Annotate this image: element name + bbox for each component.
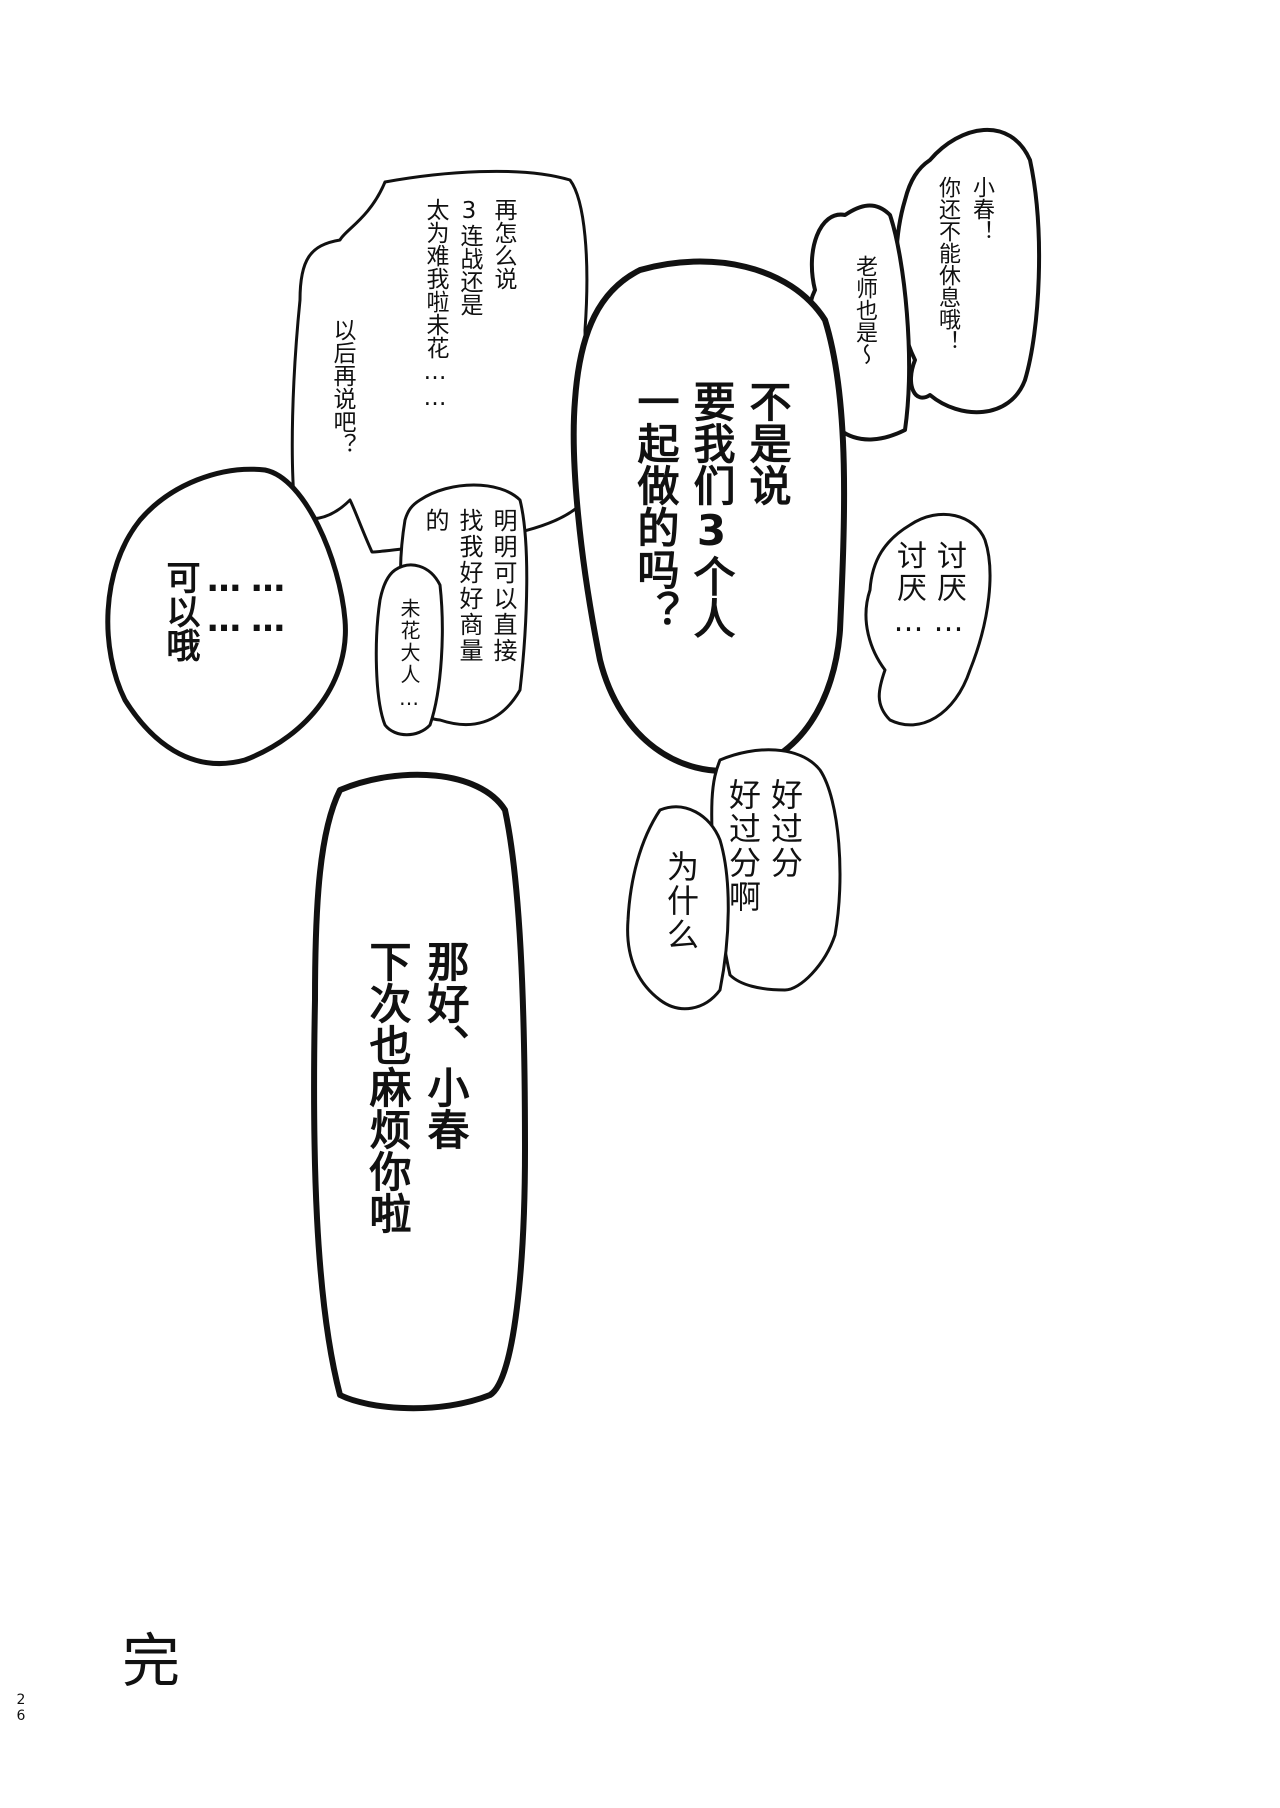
bubble-line: 可以哦 [160, 560, 200, 662]
bubble-line: 讨厌… [891, 540, 926, 641]
bubble-line: 以后再说吧？ [329, 318, 355, 456]
bubble-later: 以后再说吧？ [325, 318, 359, 456]
bubble-line: 小春！ [969, 176, 994, 242]
bubble-line: 的 [421, 508, 449, 534]
bubble-line: 为什么 [662, 850, 700, 952]
bubble-outline-hate [864, 512, 992, 727]
bubble-line: 老师也是～ [852, 255, 877, 365]
bubble-line: 那好、小春 [421, 940, 470, 1150]
bubble-outline-mika-sama [374, 563, 444, 737]
bubble-line: …… [248, 560, 288, 640]
bubble-line: 你还不能休息哦！ [935, 176, 960, 352]
bubble-outline-so-mean [710, 748, 842, 992]
bubble-line: 一起做的吗？ [631, 380, 680, 632]
bubble-outline-next-time [311, 771, 528, 1412]
bubble-line: 不是说 [743, 380, 792, 506]
page-number-text: 26 [13, 1692, 29, 1724]
bubble-line: …… [204, 560, 244, 640]
bubble-line: 找我好好商量 [455, 508, 483, 664]
bubble-outline-why [626, 805, 730, 1011]
bubble-teacher-too: 老师也是～ [848, 255, 880, 365]
bubble-line: 好过分啊 [724, 778, 762, 914]
bubble-outline-okay [105, 466, 348, 767]
bubble-together: 不是说 要我们3个人 一起做的吗？ [627, 380, 795, 639]
bubble-next-time: 那好、小春 下次也麻烦你啦 [358, 940, 474, 1234]
bubble-so-mean: 好过分 好过分啊 [722, 778, 806, 914]
bubble-why: 为什么 [660, 850, 702, 952]
bubble-three-rounds: 再怎么说 3连战还是 太为难我啦未花…… [418, 198, 520, 411]
bubble-line: 好过分 [766, 778, 804, 880]
bubble-mika-sama: 未花大人… [396, 598, 422, 712]
bubble-okay: …… …… 可以哦 [158, 560, 290, 662]
bubble-line: 明明可以直接 [489, 508, 517, 664]
bubble-line: 下次也麻烦你啦 [363, 940, 412, 1234]
bubble-could-ask: 明明可以直接 找我好好商量 的 [418, 508, 520, 664]
end-mark: 完 [122, 1627, 181, 1695]
bubble-line: 未花大人… [397, 598, 421, 712]
bubble-line: 讨厌… [931, 540, 966, 641]
bubble-line: 太为难我啦未花…… [422, 198, 448, 411]
page-number: 26 [13, 1692, 29, 1727]
bubble-xiaochun-rest: 小春！ 你还不能休息哦！ [930, 176, 998, 352]
bubble-line: 再怎么说 [490, 198, 516, 290]
bubble-outline-xiaochun-rest [894, 127, 1042, 415]
bubble-line: 要我们3个人 [687, 380, 736, 639]
bubble-line: 3连战还是 [456, 198, 482, 316]
bubble-hate: 讨厌… 讨厌… [888, 540, 968, 641]
